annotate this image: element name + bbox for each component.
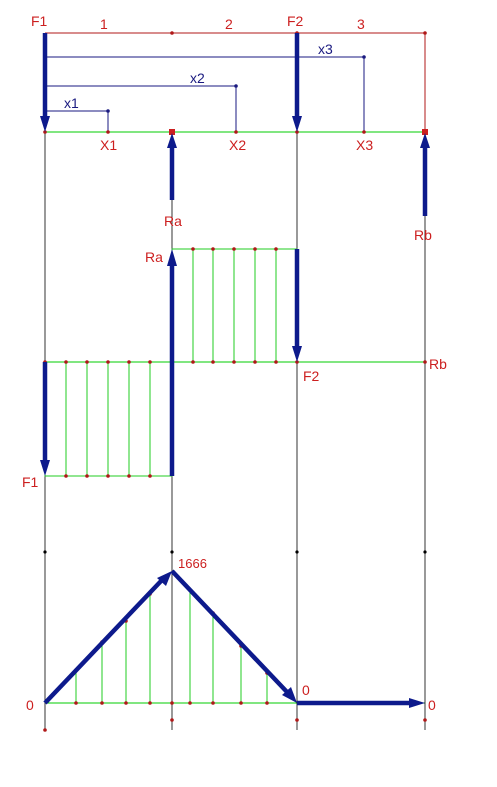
moment-zero-left-label: 0 (26, 697, 34, 713)
dot (211, 247, 215, 251)
shear-f1-arrowhead (40, 460, 50, 476)
dim-x3-label: x3 (318, 41, 333, 57)
dot (74, 701, 78, 705)
shear-arrows (40, 249, 302, 476)
load-f1-label: F1 (31, 13, 48, 29)
shear-f1-label: F1 (22, 474, 39, 490)
dot (362, 130, 366, 134)
dim-x2-label: x2 (190, 70, 205, 86)
support-a-marker (169, 129, 175, 135)
dot (170, 550, 174, 554)
span-2-label: 2 (225, 16, 233, 32)
point-x1-label: X1 (100, 137, 117, 153)
dot (148, 360, 152, 364)
dot (274, 360, 278, 364)
load-f2-label: F2 (287, 13, 304, 29)
dot (265, 701, 269, 705)
shear-rb-label: Rb (429, 356, 447, 372)
dim-x2-node (234, 84, 238, 88)
dimension-lines (45, 55, 366, 132)
dot (106, 360, 110, 364)
dot (211, 360, 215, 364)
dot (148, 474, 152, 478)
moment-fall-arrow (170, 569, 289, 694)
moment-rise-arrow (43, 578, 164, 705)
dot (295, 550, 299, 554)
span-3-label: 3 (357, 16, 365, 32)
f1-load-arrowhead (40, 116, 50, 132)
dim-x3-node (362, 55, 366, 59)
shear-ra-arrowhead (167, 249, 177, 266)
dot (423, 550, 427, 554)
shear-f2-label: F2 (303, 368, 320, 384)
dot (253, 247, 257, 251)
dim-x3-line (45, 56, 365, 132)
dot (64, 360, 68, 364)
moment-rise-arrowhead (157, 571, 172, 586)
dot (191, 360, 195, 364)
moment-flat-arrowhead (409, 698, 425, 708)
dot (43, 550, 47, 554)
shear-f2-arrowhead (292, 346, 302, 362)
f2-load-arrowhead (292, 116, 302, 132)
dot (295, 718, 299, 722)
span-1-label: 1 (100, 16, 108, 32)
support-b-marker (422, 129, 428, 135)
dot (127, 474, 131, 478)
point-x3-label: X3 (356, 137, 373, 153)
dot (106, 474, 110, 478)
dim-x1-label: x1 (64, 95, 79, 111)
axis-lines (45, 131, 425, 704)
point-x2-label: X2 (229, 137, 246, 153)
dot (85, 474, 89, 478)
reaction-rb-label: Rb (414, 227, 432, 243)
dot (253, 360, 257, 364)
marker-dots (43, 130, 427, 732)
span-node (170, 31, 174, 35)
dot (127, 360, 131, 364)
dot (106, 130, 110, 134)
ra-reaction-arrowhead (167, 133, 177, 148)
moment-zero-mid-label: 0 (302, 682, 310, 698)
dot (234, 130, 238, 134)
dim-x1-line (45, 110, 109, 132)
moment-hatch (75, 590, 268, 703)
dot (124, 701, 128, 705)
dot (191, 247, 195, 251)
dot (423, 360, 427, 364)
dim-x1-node (106, 109, 110, 113)
dot (274, 247, 278, 251)
span-node (423, 31, 427, 35)
shear-ra-label: Ra (145, 249, 163, 265)
dot (232, 247, 236, 251)
dot (64, 474, 68, 478)
moment-zero-right-label: 0 (428, 697, 436, 713)
dot (100, 701, 104, 705)
dot (85, 360, 89, 364)
diagram-labels: F1 F2 1 2 3 x1 x2 x3 X1 X2 X3 Ra Rb Ra F… (22, 13, 447, 713)
dot (239, 701, 243, 705)
reaction-ra-label: Ra (164, 213, 182, 229)
rb-reaction-arrowhead (420, 133, 430, 148)
moment-arrows (43, 569, 425, 708)
dot (148, 701, 152, 705)
dot (170, 718, 174, 722)
moment-peak-label: 1666 (178, 556, 207, 571)
dot (43, 728, 47, 732)
dot (170, 701, 174, 705)
dot (211, 701, 215, 705)
moment-fall-arrowhead (282, 687, 297, 703)
dot (232, 360, 236, 364)
dot (188, 701, 192, 705)
force-arrows (40, 33, 430, 216)
dot (423, 718, 427, 722)
